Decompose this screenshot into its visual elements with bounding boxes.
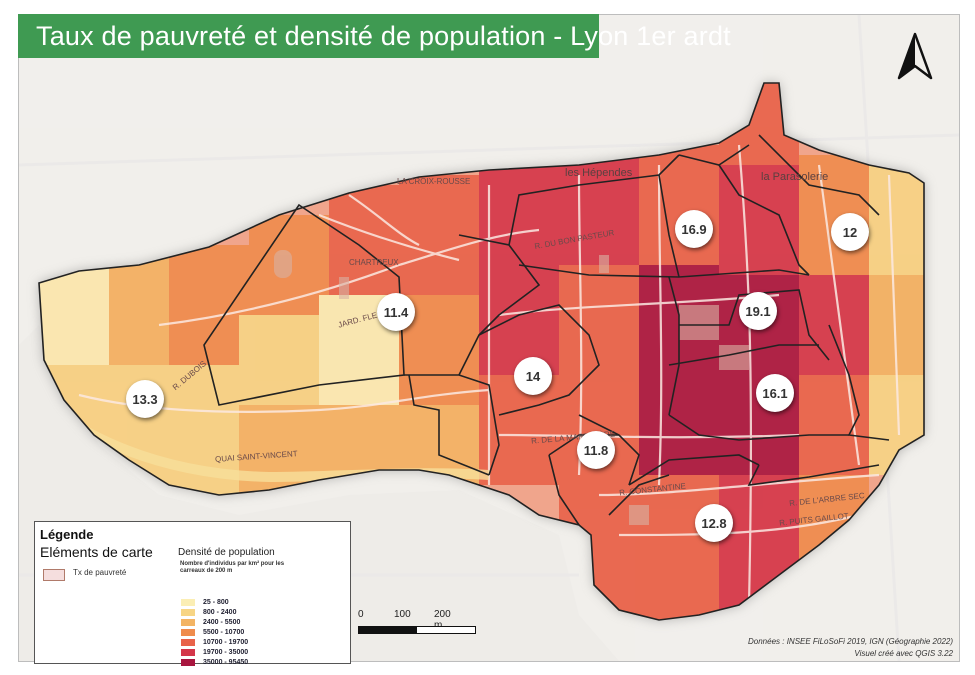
label-19-1: 19.1: [739, 292, 777, 330]
legend-title: Légende: [40, 527, 94, 542]
place-parasolerie: la Parasolerie: [761, 171, 829, 183]
density-class-label: 2400 - 5500: [203, 618, 241, 626]
label-16-1: 16.1: [756, 374, 794, 412]
density-class-3: 5500 - 10700: [181, 627, 244, 637]
density-class-swatch: [181, 628, 195, 636]
label-13-3: 13.3: [126, 380, 164, 418]
credits-line-2: Visuel créé avec QGIS 3.22: [854, 649, 953, 658]
density-class-swatch: [181, 638, 195, 646]
scale-label-0: 0: [358, 609, 364, 620]
density-class-swatch: [181, 598, 195, 606]
scale-label-200: 200 m: [434, 609, 451, 631]
label-11-4: 11.4: [377, 293, 415, 331]
label-12-8: 12.8: [695, 504, 733, 542]
place-hependes: les Hépendes: [565, 167, 633, 179]
street-croix-rousse: LA CROIX-ROUSSE: [397, 177, 471, 186]
density-class-swatch: [181, 608, 195, 616]
density-class-swatch: [181, 648, 195, 656]
label-14: 14: [514, 357, 552, 395]
credits-line-1: Données : INSEE FiLoSoFi 2019, IGN (Géog…: [748, 637, 953, 646]
density-class-label: 19700 - 35000: [203, 648, 249, 656]
density-class-label: 35000 - 95450: [203, 658, 249, 666]
density-class-6: 35000 - 95450: [181, 657, 248, 667]
density-title: Densité de population: [178, 547, 275, 558]
density-class-swatch: [181, 658, 195, 666]
density-class-2: 2400 - 5500: [181, 617, 240, 627]
density-class-label: 5500 - 10700: [203, 628, 245, 636]
label-16-9: 16.9: [675, 210, 713, 248]
density-class-swatch: [181, 618, 195, 626]
density-subtitle: Nombre d'individus par km² pour les carr…: [180, 561, 285, 574]
legend-panel: Légende Eléments de carte Tx de pauvreté…: [34, 521, 351, 667]
map-title: Taux de pauvreté et densité de populatio…: [18, 14, 731, 58]
legend-subtitle: Eléments de carte: [40, 544, 153, 560]
building-blocks: [274, 250, 749, 525]
density-class-label: 25 - 800: [203, 598, 229, 606]
label-11-8: 11.8: [577, 431, 615, 469]
density-class-1: 800 - 2400: [181, 607, 236, 617]
street-chartreux: CHARTREUX: [349, 258, 399, 267]
north-arrow-icon: [897, 32, 933, 80]
density-class-label: 10700 - 19700: [203, 638, 249, 646]
poverty-rate-swatch: [43, 569, 65, 581]
iris-boundaries: [38, 82, 925, 621]
data-credits: Données : INSEE FiLoSoFi 2019, IGN (Géog…: [748, 636, 953, 660]
density-class-4: 10700 - 19700: [181, 637, 248, 647]
scale-label-100: 100: [394, 609, 411, 620]
poverty-rate-label: Tx de pauvreté: [73, 568, 127, 577]
density-class-5: 19700 - 35000: [181, 647, 248, 657]
scale-segment-white: [416, 626, 476, 634]
scale-segment-black: [358, 626, 418, 634]
density-class-label: 800 - 2400: [203, 608, 237, 616]
label-12: 12: [831, 213, 869, 251]
density-class-0: 25 - 800: [181, 597, 229, 607]
